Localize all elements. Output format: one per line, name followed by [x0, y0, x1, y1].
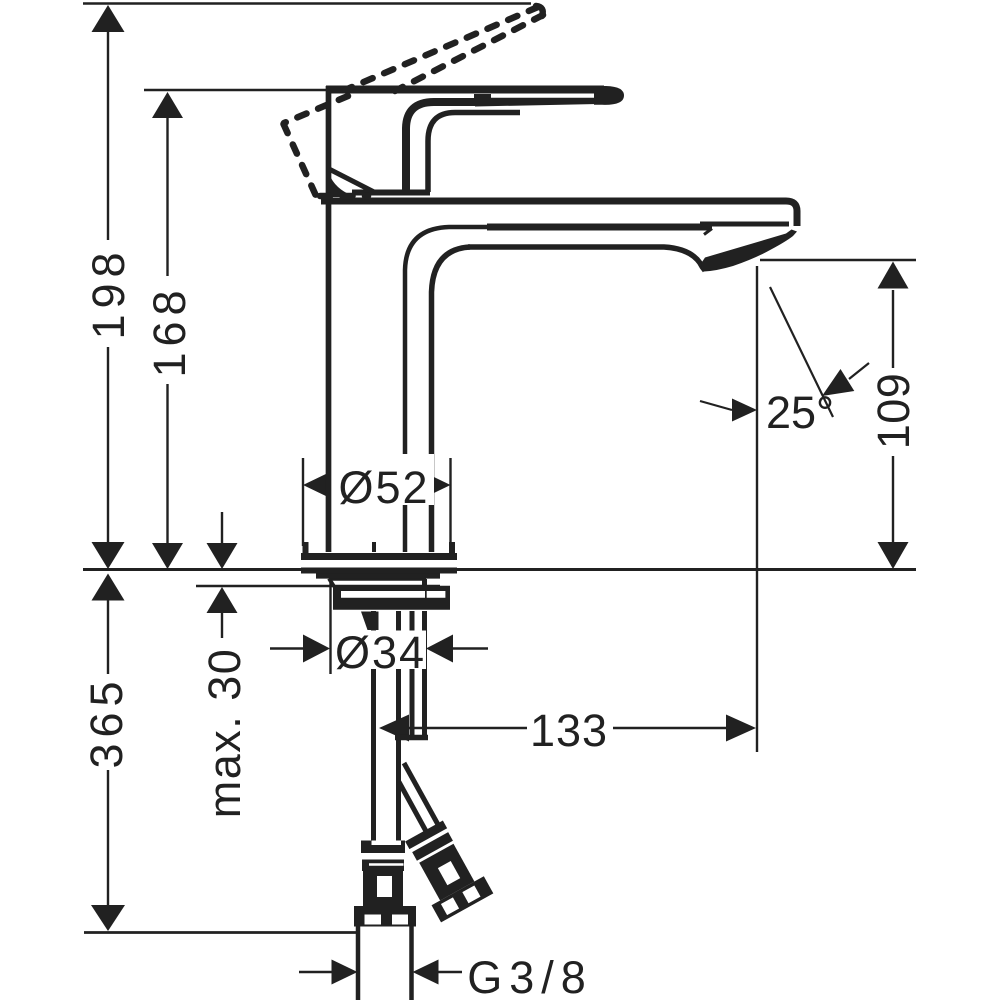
- svg-text:109: 109: [868, 373, 919, 450]
- svg-text:133: 133: [530, 705, 608, 756]
- svg-text:Ø52: Ø52: [338, 462, 429, 513]
- svg-text:168: 168: [144, 284, 195, 377]
- svg-text:365: 365: [81, 675, 132, 768]
- svg-text:G3/8: G3/8: [467, 952, 593, 1000]
- svg-text:25°: 25°: [766, 387, 834, 438]
- svg-text:198: 198: [83, 246, 134, 339]
- svg-text:max. 30: max. 30: [199, 648, 250, 819]
- svg-text:Ø34: Ø34: [335, 627, 426, 678]
